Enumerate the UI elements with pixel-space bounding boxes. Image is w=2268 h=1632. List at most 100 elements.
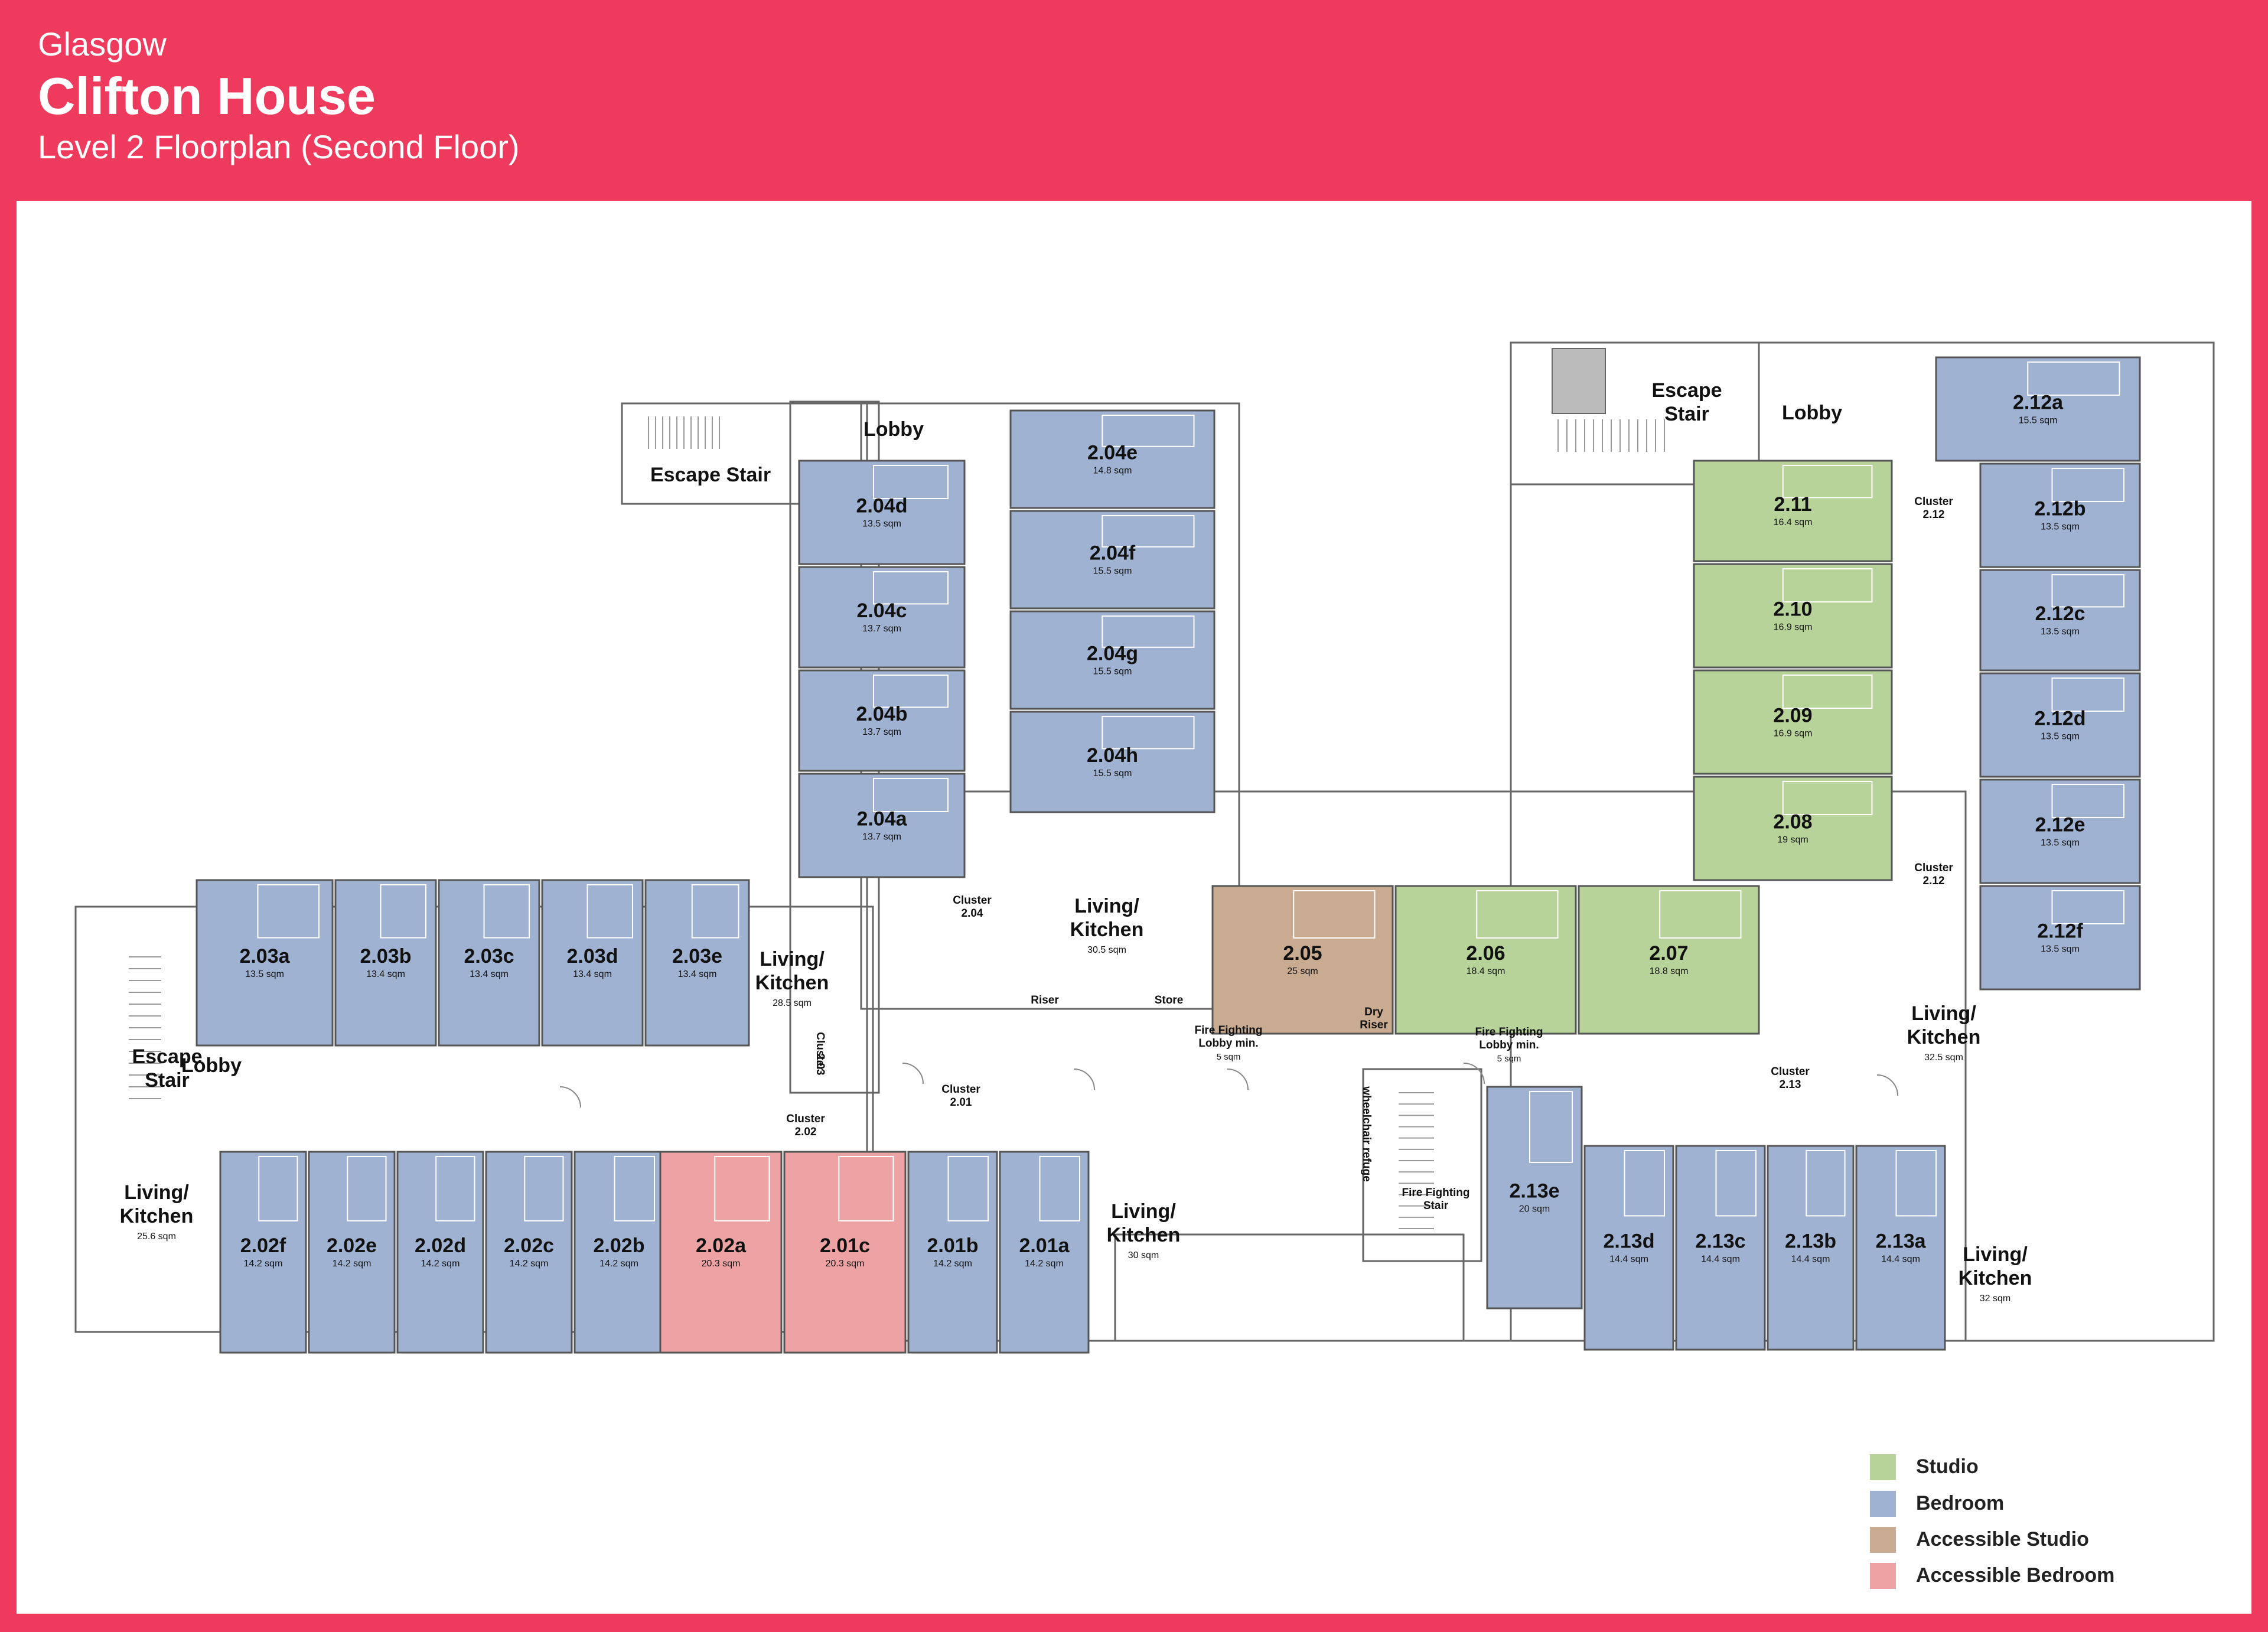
ensuite-pod xyxy=(873,465,949,499)
ensuite-pod xyxy=(1782,568,1873,602)
room-2-08 xyxy=(1693,776,1893,881)
room-number: 2.12c xyxy=(2035,602,2085,625)
room-area: 14.4 sqm xyxy=(1791,1255,1830,1265)
ensuite-pod xyxy=(691,884,739,939)
ensuite-pod xyxy=(2051,784,2124,818)
room-area: 14.4 sqm xyxy=(1701,1255,1740,1265)
room-2-11 xyxy=(1693,460,1893,562)
room-2-13b xyxy=(1767,1145,1855,1351)
annotation-area: 5 sqm xyxy=(1217,1052,1241,1062)
stair-core xyxy=(1552,348,1606,414)
room-area: 15.5 sqm xyxy=(2019,416,2058,426)
floor-title: Level 2 Floorplan (Second Floor) xyxy=(38,128,520,165)
room-number: 2.09 xyxy=(1773,705,1812,727)
room-area: 16.9 sqm xyxy=(1774,623,1813,633)
room-number: 2.04h xyxy=(1087,744,1138,767)
ensuite-pod xyxy=(524,1156,564,1221)
room-2-03b xyxy=(334,879,437,1047)
annotation-label: 2.02 xyxy=(795,1126,817,1138)
legend-swatch-studio xyxy=(1870,1454,1896,1480)
space-label: Stair xyxy=(1664,403,1709,425)
ensuite-pod xyxy=(2051,574,2124,608)
annotation-label: Cluster xyxy=(786,1113,825,1125)
room-area: 13.5 sqm xyxy=(2041,627,2080,637)
room-area: 14.2 sqm xyxy=(933,1259,972,1269)
ensuite-pod xyxy=(257,884,320,939)
room-2-12f xyxy=(1979,885,2141,991)
room-2-04b xyxy=(798,669,966,772)
room-2-01a xyxy=(999,1151,1090,1354)
room-2-13d xyxy=(1583,1145,1674,1351)
legend-swatch-accessible-studio xyxy=(1870,1527,1896,1553)
ensuite-pod xyxy=(483,884,530,939)
room-number: 2.03e xyxy=(672,945,722,968)
annotation-label: 2.12 xyxy=(1923,509,1945,521)
ensuite-pod xyxy=(873,571,949,605)
room-2-13e xyxy=(1486,1086,1583,1309)
space-area: 32 sqm xyxy=(1980,1294,2010,1304)
room-number: 2.11 xyxy=(1774,493,1811,516)
room-2-04c xyxy=(798,566,966,669)
ensuite-pod xyxy=(1039,1156,1080,1221)
room-area: 14.2 sqm xyxy=(1025,1259,1064,1269)
room-2-12a xyxy=(1935,356,2141,462)
room-number: 2.04e xyxy=(1087,442,1138,464)
room-number: 2.04a xyxy=(856,808,907,830)
room-number: 2.01a xyxy=(1019,1234,1070,1257)
annotation-label: Lobby min. xyxy=(1198,1037,1258,1050)
space-label: Living/ xyxy=(124,1181,189,1204)
room-area: 13.5 sqm xyxy=(2041,732,2080,742)
room-number: 2.13e xyxy=(1509,1180,1559,1203)
room-2-13a xyxy=(1855,1145,1946,1351)
room-area: 13.4 sqm xyxy=(366,969,405,979)
ensuite-pod xyxy=(2051,890,2124,924)
annotation-label: Lobby min. xyxy=(1479,1039,1539,1051)
ensuite-pod xyxy=(1102,716,1195,750)
door-swing xyxy=(1876,1074,1898,1096)
space-label: Living/ xyxy=(1963,1243,2028,1266)
room-number: 2.03d xyxy=(567,945,618,968)
room-2-04d xyxy=(798,460,966,565)
room-2-12e xyxy=(1979,778,2141,884)
room-number: 2.13c xyxy=(1695,1230,1745,1253)
room-area: 15.5 sqm xyxy=(1093,768,1132,778)
room-number: 2.12b xyxy=(2035,498,2086,520)
annotation-label: Riser xyxy=(1031,994,1059,1006)
room-number: 2.12a xyxy=(2013,392,2064,414)
annotation-label: Cluster xyxy=(941,1083,980,1096)
room-area: 20.3 sqm xyxy=(826,1259,865,1269)
ensuite-pod xyxy=(1102,515,1195,548)
annotation-label: 2.13 xyxy=(1780,1079,1801,1091)
ensuite-pod xyxy=(1102,415,1195,447)
space-label: Living/ xyxy=(760,948,825,970)
room-number: 2.04g xyxy=(1087,643,1138,665)
room-number: 2.04f xyxy=(1090,542,1136,565)
room-area: 13.7 sqm xyxy=(862,832,901,842)
annotation-label: Cluster xyxy=(1914,862,1953,874)
room-number: 2.12f xyxy=(2037,920,2083,943)
room-2-12d xyxy=(1979,672,2141,778)
room-2-03a xyxy=(195,879,334,1047)
door-swing xyxy=(1073,1069,1095,1090)
ensuite-pod xyxy=(1624,1150,1665,1217)
ensuite-pod xyxy=(1782,465,1873,499)
room-area: 16.9 sqm xyxy=(1774,729,1813,739)
room-area: 13.5 sqm xyxy=(862,519,901,529)
legend-label: Studio xyxy=(1916,1455,1979,1478)
ensuite-pod xyxy=(838,1156,894,1221)
room-area: 13.5 sqm xyxy=(2041,522,2080,532)
space-label: Kitchen xyxy=(1107,1224,1181,1246)
room-area: 14.2 sqm xyxy=(510,1259,549,1269)
room-area: 19 sqm xyxy=(1777,835,1808,845)
space-label: Living/ xyxy=(1074,895,1139,917)
legend-swatch-bedroom xyxy=(1870,1491,1896,1517)
room-number: 2.13a xyxy=(1875,1230,1926,1253)
room-area: 13.7 sqm xyxy=(862,624,901,634)
room-number: 2.04c xyxy=(856,600,907,622)
annotation-label: Cluster xyxy=(1771,1066,1810,1078)
room-2-01b xyxy=(907,1151,998,1354)
room-area: 15.5 sqm xyxy=(1093,667,1132,677)
ensuite-pod xyxy=(1476,890,1559,939)
room-2-02d xyxy=(396,1151,484,1354)
